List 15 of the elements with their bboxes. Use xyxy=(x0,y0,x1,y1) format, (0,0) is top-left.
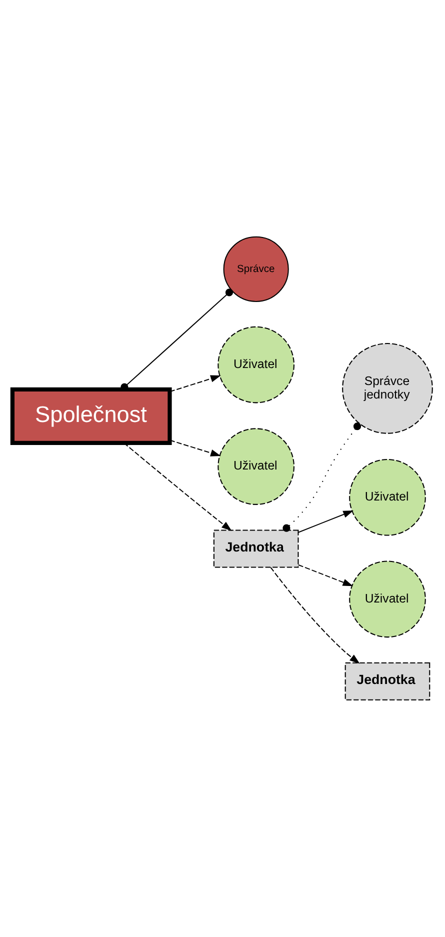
arrow xyxy=(298,564,354,586)
node-circle: Uživatel xyxy=(349,560,426,638)
node-box: Společnost xyxy=(10,387,172,445)
node-circle: Uživatel xyxy=(218,428,294,505)
connector xyxy=(282,422,362,532)
node-box: Jednotka xyxy=(213,530,299,568)
arrow xyxy=(298,510,354,533)
node-circle: Správce jednotky xyxy=(342,343,433,434)
node-circle: Uživatel xyxy=(218,326,294,404)
arrow xyxy=(270,567,360,664)
node-circle: Uživatel xyxy=(349,458,426,536)
arrow xyxy=(170,440,221,456)
arrow xyxy=(170,375,221,392)
arrow xyxy=(124,442,232,531)
node-box: Jednotka xyxy=(344,662,430,700)
